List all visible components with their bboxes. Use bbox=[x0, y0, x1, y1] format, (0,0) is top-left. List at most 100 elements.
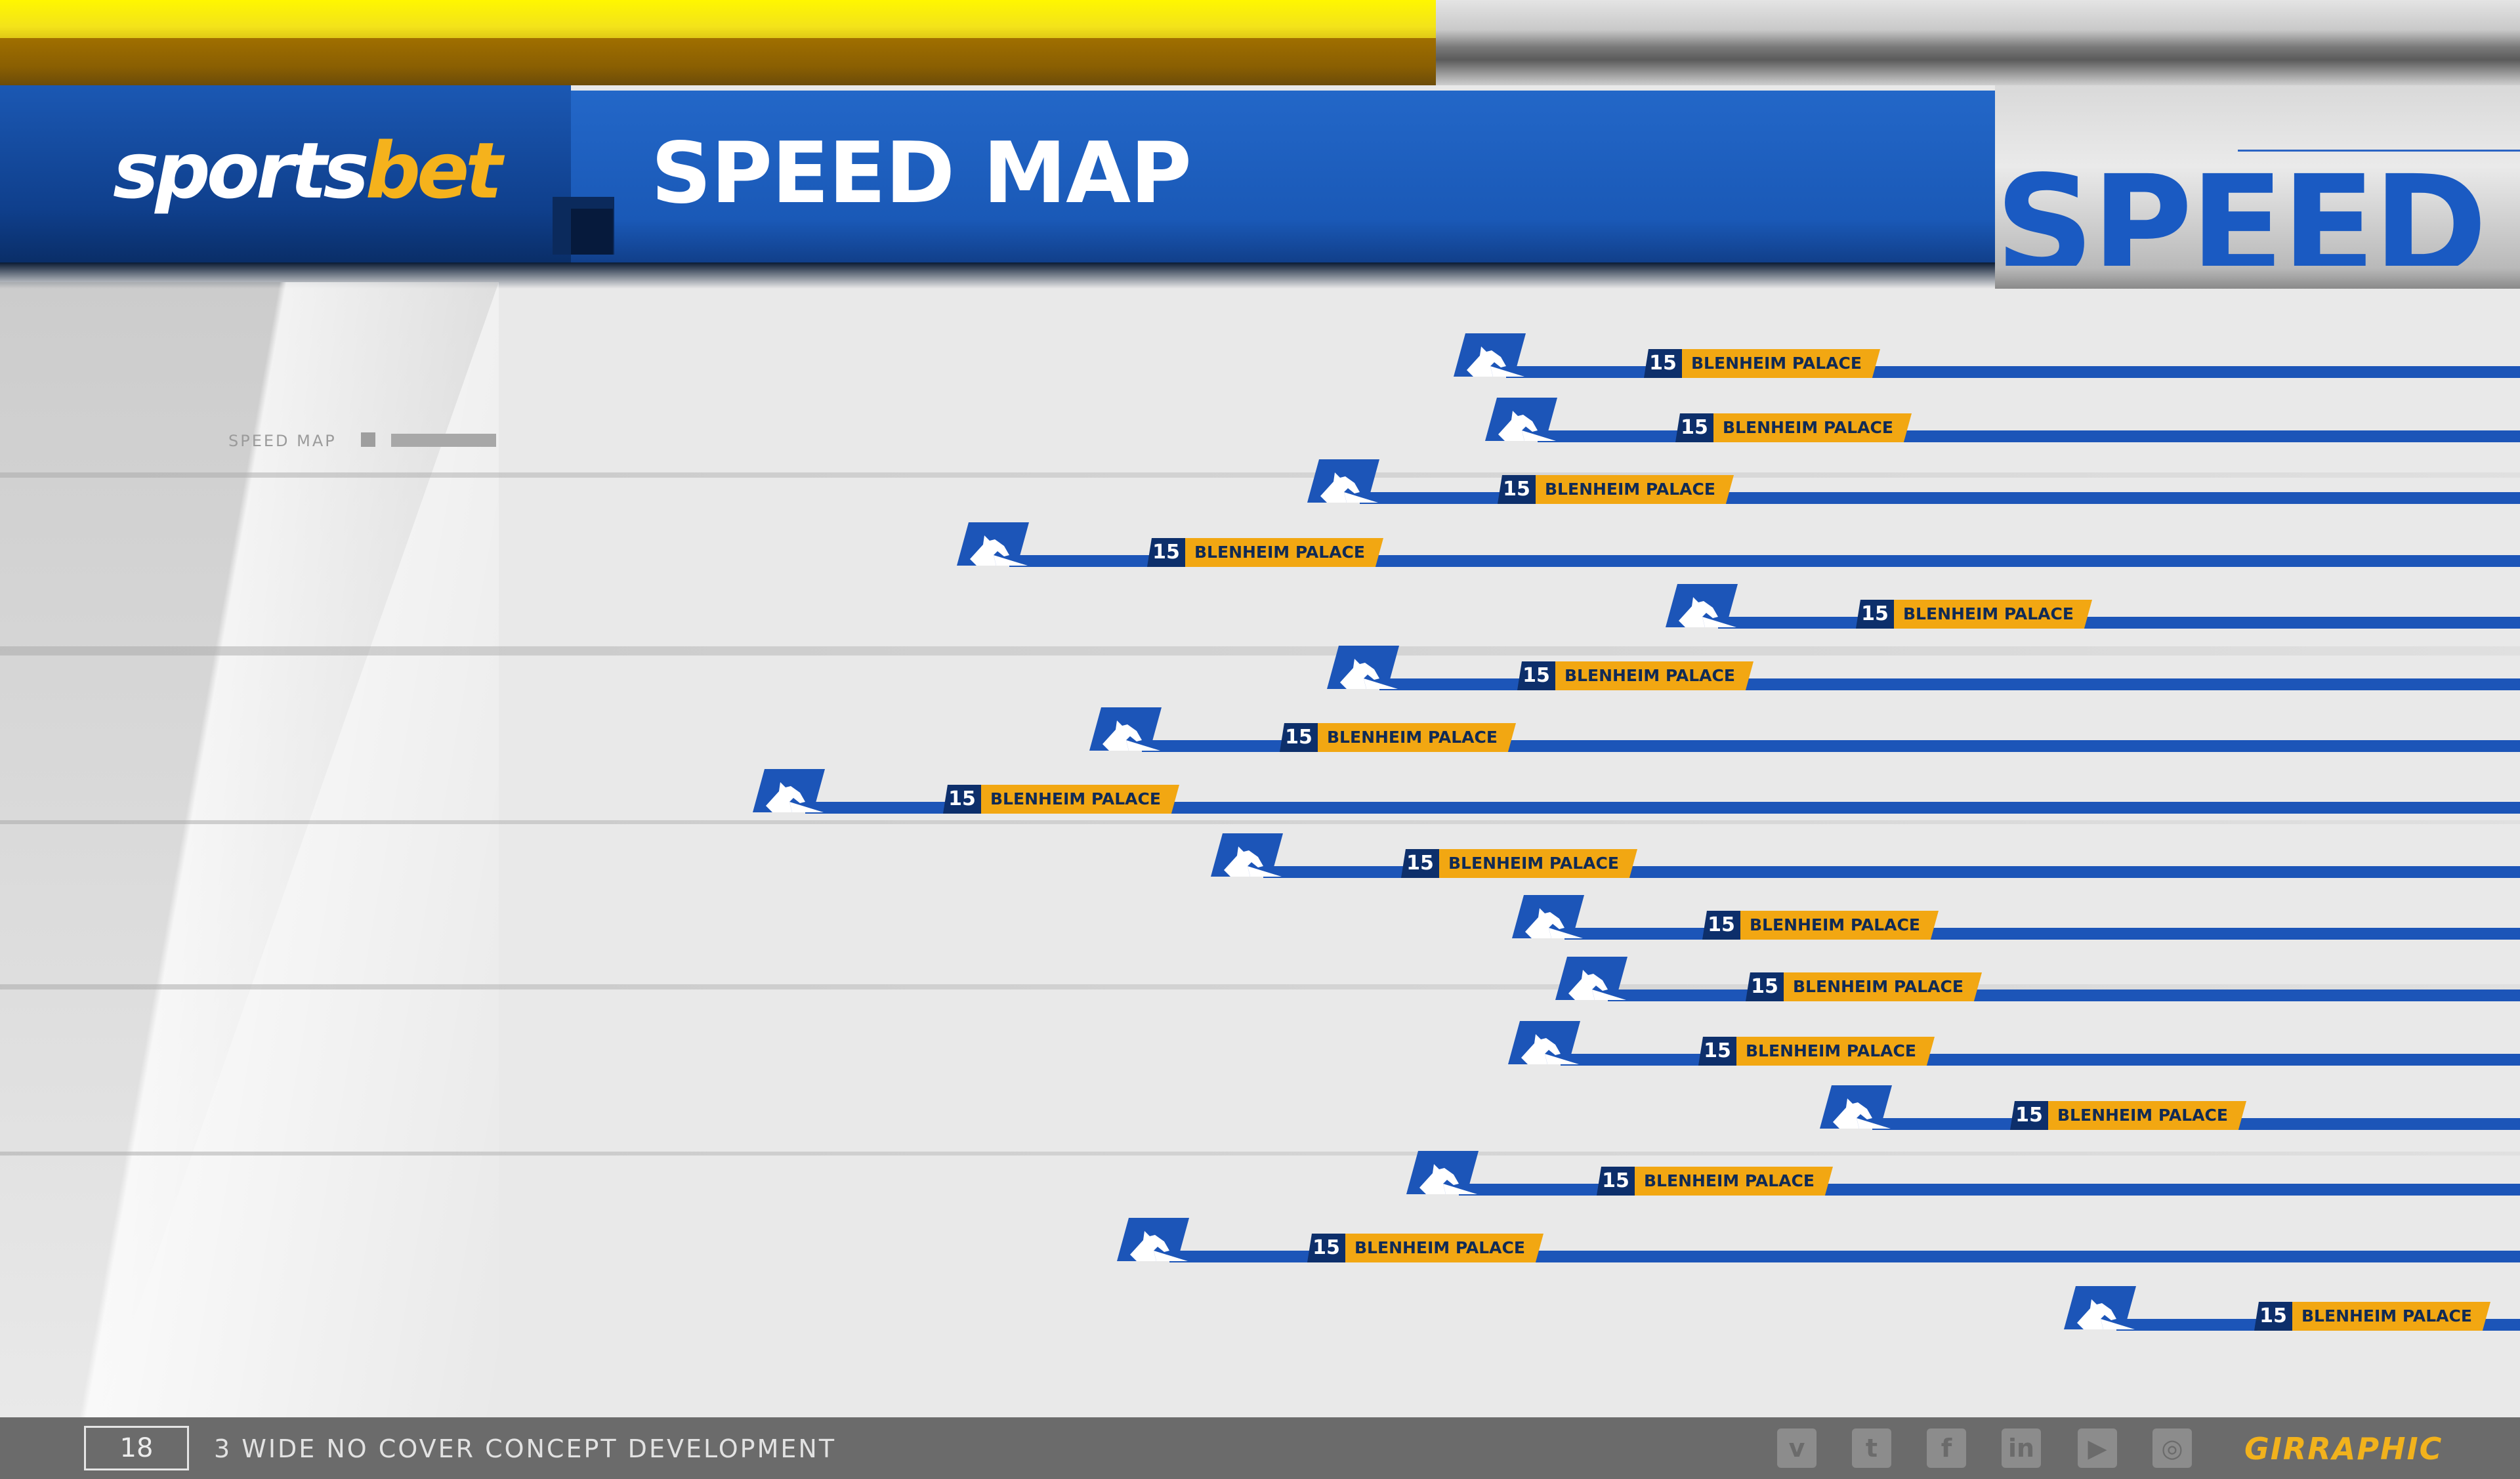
runner-name: BLENHEIM PALACE bbox=[1740, 911, 1939, 940]
runner-name: BLENHEIM PALACE bbox=[1736, 1037, 1935, 1066]
runner-tag: 15 BLENHEIM PALACE bbox=[1498, 475, 1734, 504]
linkedin-icon[interactable]: in bbox=[2002, 1428, 2041, 1468]
background-streak bbox=[0, 820, 2520, 824]
header-accent-square-inner bbox=[571, 209, 613, 255]
runner-row: 15 BLENHEIM PALACE bbox=[2064, 1286, 2520, 1332]
horse-head-icon bbox=[1485, 398, 1557, 444]
horse-head-icon bbox=[1211, 833, 1283, 879]
runner-row: 15 BLENHEIM PALACE bbox=[1555, 957, 2520, 1003]
facebook-icon[interactable]: f bbox=[1927, 1428, 1966, 1468]
runner-name: BLENHEIM PALACE bbox=[1536, 475, 1734, 504]
runner-tag: 15 BLENHEIM PALACE bbox=[1147, 538, 1383, 567]
ghost-title-text: SPEED bbox=[1995, 157, 2487, 266]
horse-head-icon bbox=[957, 522, 1029, 568]
horse-head-icon bbox=[1666, 584, 1738, 630]
runner-number: 15 bbox=[1517, 661, 1555, 690]
runner-number: 15 bbox=[1498, 475, 1536, 504]
horse-head-icon bbox=[1820, 1085, 1892, 1131]
runner-name: BLENHEIM PALACE bbox=[1682, 349, 1880, 378]
header-right-line bbox=[2238, 150, 2520, 152]
runner-tag: 15 BLENHEIM PALACE bbox=[1517, 661, 1754, 690]
runner-row: 15 BLENHEIM PALACE bbox=[753, 769, 2520, 815]
horse-head-icon bbox=[1508, 1021, 1580, 1067]
background-streak bbox=[0, 1152, 2520, 1156]
runner-tag: 15 BLENHEIM PALACE bbox=[1746, 972, 1982, 1001]
runner-row: 15 BLENHEIM PALACE bbox=[1089, 707, 2520, 753]
footer-caption: 3 WIDE NO COVER CONCEPT DEVELOPMENT bbox=[214, 1434, 837, 1463]
section-label: SPEED MAP bbox=[228, 432, 337, 450]
runner-number: 15 bbox=[1147, 538, 1185, 567]
instagram-icon[interactable]: ◎ bbox=[2152, 1428, 2192, 1468]
vimeo-icon[interactable]: v bbox=[1777, 1428, 1816, 1468]
runner-number: 15 bbox=[1702, 911, 1740, 940]
runner-name: BLENHEIM PALACE bbox=[2048, 1101, 2246, 1130]
runner-row: 15 BLENHEIM PALACE bbox=[1406, 1151, 2520, 1197]
section-label-square bbox=[361, 432, 375, 447]
runner-name: BLENHEIM PALACE bbox=[1635, 1167, 1833, 1196]
runner-number: 15 bbox=[1280, 723, 1318, 752]
horse-head-icon bbox=[1089, 707, 1162, 753]
horse-head-icon bbox=[1307, 459, 1379, 505]
runner-number: 15 bbox=[1675, 413, 1713, 442]
runner-number: 15 bbox=[2254, 1302, 2292, 1331]
runner-tag: 15 BLENHEIM PALACE bbox=[943, 785, 1179, 814]
background-streak bbox=[0, 646, 2520, 656]
header-logo-panel bbox=[0, 85, 571, 262]
runner-name: BLENHEIM PALACE bbox=[1894, 600, 2092, 629]
runner-track bbox=[1608, 989, 2520, 1001]
runner-row: 15 BLENHEIM PALACE bbox=[1512, 895, 2520, 941]
logo-text-part1: sports bbox=[113, 125, 369, 216]
runner-number: 15 bbox=[1597, 1167, 1635, 1196]
runner-tag: 15 BLENHEIM PALACE bbox=[1644, 349, 1880, 378]
top-amber-bar bbox=[0, 38, 1436, 85]
runner-row: 15 BLENHEIM PALACE bbox=[1307, 459, 2520, 505]
page-title: SPEED MAP bbox=[651, 125, 1192, 222]
runner-tag: 15 BLENHEIM PALACE bbox=[2254, 1302, 2490, 1331]
runner-name: BLENHEIM PALACE bbox=[1345, 1234, 1544, 1262]
runner-tag: 15 BLENHEIM PALACE bbox=[1698, 1037, 1935, 1066]
runner-name: BLENHEIM PALACE bbox=[981, 785, 1179, 814]
runner-name: BLENHEIM PALACE bbox=[1713, 413, 1912, 442]
runner-tag: 15 BLENHEIM PALACE bbox=[2010, 1101, 2246, 1130]
page-number: 18 bbox=[84, 1426, 189, 1470]
background-diagonal-light bbox=[0, 282, 499, 1417]
horse-head-icon bbox=[1406, 1151, 1479, 1197]
youtube-icon[interactable]: ▶ bbox=[2078, 1428, 2117, 1468]
runner-tag: 15 BLENHEIM PALACE bbox=[1280, 723, 1516, 752]
runner-number: 15 bbox=[1644, 349, 1682, 378]
runner-row: 15 BLENHEIM PALACE bbox=[1454, 333, 2520, 379]
twitter-icon[interactable]: t bbox=[1852, 1428, 1891, 1468]
runner-row: 15 BLENHEIM PALACE bbox=[1508, 1021, 2520, 1067]
logo-text-part2: bet bbox=[365, 125, 503, 216]
header-title-panel bbox=[571, 91, 1995, 262]
girraphic-logo: GIRRAPHIC bbox=[2244, 1431, 2443, 1467]
runner-tag: 15 BLENHEIM PALACE bbox=[1597, 1167, 1833, 1196]
runner-row: 15 BLENHEIM PALACE bbox=[1485, 398, 2520, 444]
runner-tag: 15 BLENHEIM PALACE bbox=[1702, 911, 1939, 940]
runner-number: 15 bbox=[943, 785, 981, 814]
horse-head-icon bbox=[1555, 957, 1628, 1003]
top-yellow-bar bbox=[0, 0, 1436, 38]
runner-tag: 15 BLENHEIM PALACE bbox=[1401, 849, 1637, 878]
horse-head-icon bbox=[1117, 1218, 1189, 1264]
runner-row: 15 BLENHEIM PALACE bbox=[1117, 1218, 2520, 1264]
background-streak bbox=[0, 984, 2520, 989]
runner-tag: 15 BLENHEIM PALACE bbox=[1307, 1234, 1544, 1262]
runner-track bbox=[805, 802, 2520, 814]
runner-name: BLENHEIM PALACE bbox=[1784, 972, 1982, 1001]
runner-tag: 15 BLENHEIM PALACE bbox=[1675, 413, 1912, 442]
sportsbet-logo: sportsbet bbox=[113, 131, 503, 210]
runner-number: 15 bbox=[1401, 849, 1439, 878]
runner-track bbox=[1009, 555, 2520, 567]
runner-number: 15 bbox=[1746, 972, 1784, 1001]
header-right-panel bbox=[1995, 85, 2520, 289]
runner-track bbox=[1718, 617, 2520, 629]
runner-name: BLENHEIM PALACE bbox=[2292, 1302, 2490, 1331]
runner-number: 15 bbox=[1307, 1234, 1345, 1262]
runner-name: BLENHEIM PALACE bbox=[1185, 538, 1383, 567]
top-grey-bar bbox=[1436, 0, 2520, 85]
runner-row: 15 BLENHEIM PALACE bbox=[1820, 1085, 2520, 1131]
runner-number: 15 bbox=[1698, 1037, 1736, 1066]
runner-number: 15 bbox=[2010, 1101, 2048, 1130]
horse-head-icon bbox=[1512, 895, 1584, 941]
